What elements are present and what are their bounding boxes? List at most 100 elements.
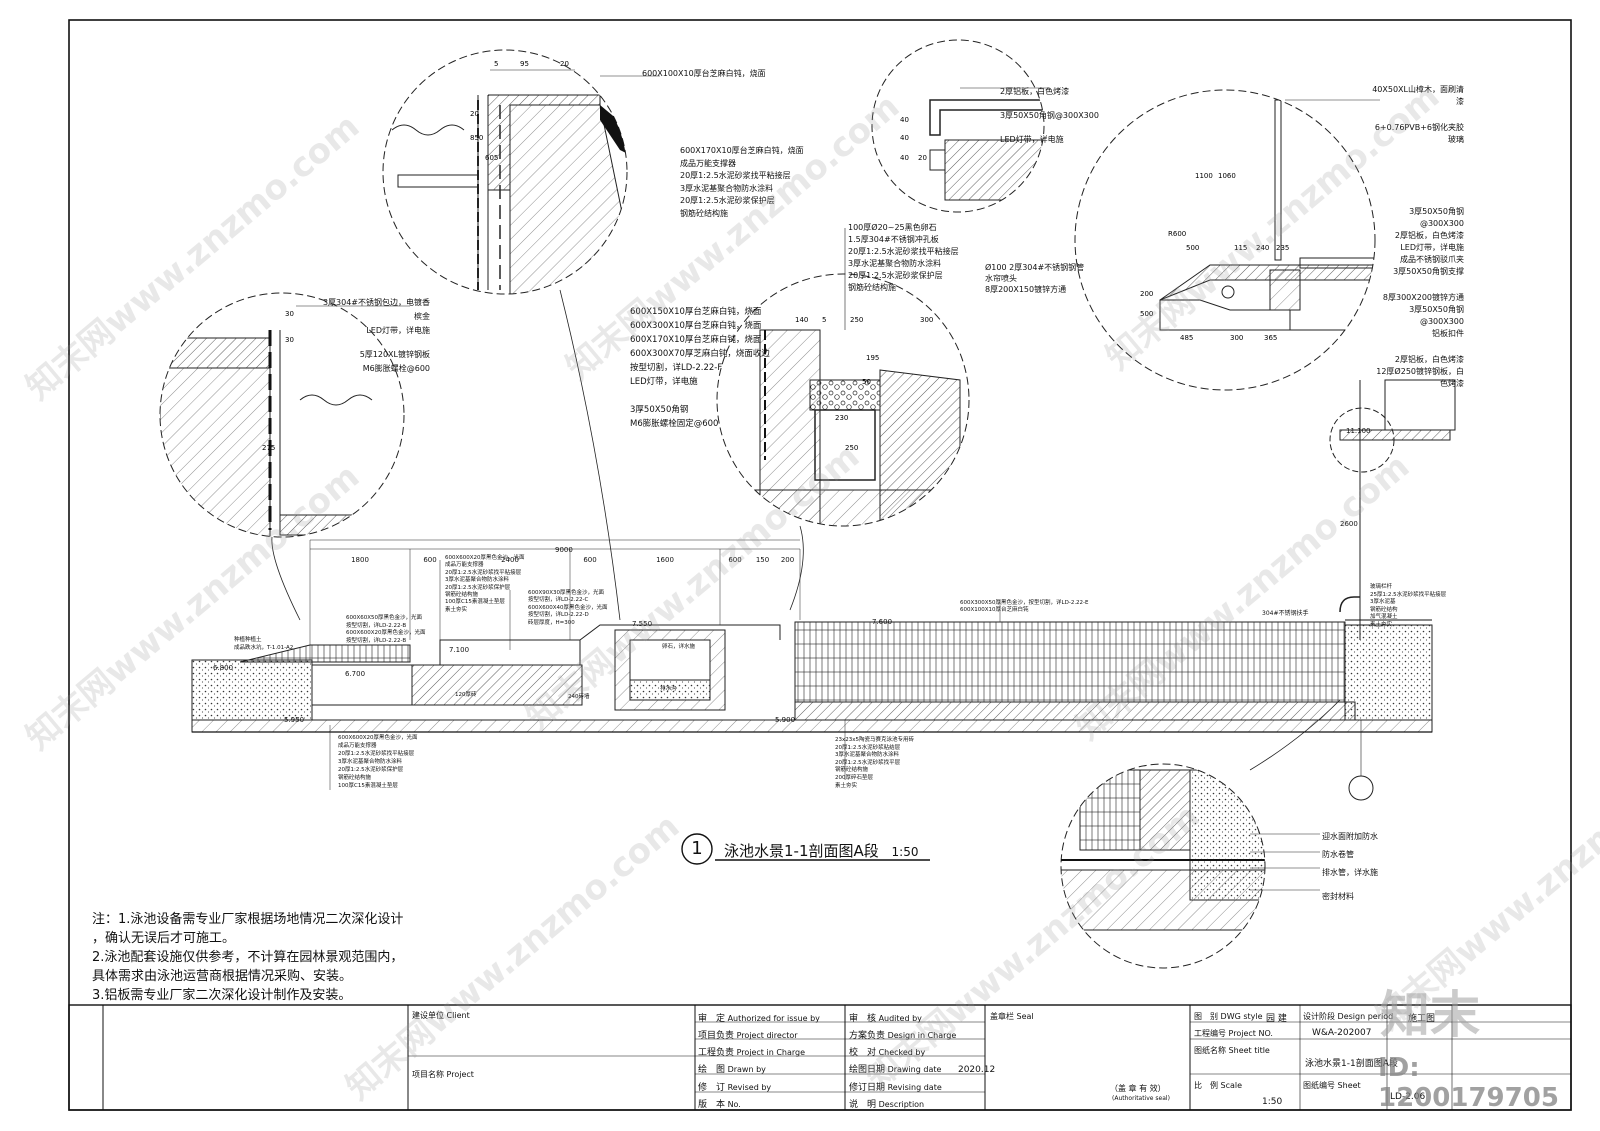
label: 3厚304#不锈钢包边，电镀香槟金 — [322, 298, 430, 321]
label: 8厚200X150镀锌方通 — [985, 285, 1067, 294]
label: 20厚1:2.5水泥砂浆找平层 — [835, 759, 901, 766]
label: 23x23x5陶瓷马赛克泳池专用砖 — [835, 737, 915, 743]
sheet-no-label: 图纸编号 Sheet — [1303, 1081, 1361, 1090]
section-label-drain: 排水沟 — [660, 686, 677, 692]
dim-text: 5 — [494, 60, 498, 68]
tb-cn: 说 明 — [849, 1100, 877, 1110]
seal-label: 盖章栏 Seal — [990, 1012, 1034, 1021]
note-line: 2.泳池配套设施仅供参考，不计算在园林景观范围内， — [92, 950, 404, 965]
dim-text: 50 — [862, 378, 871, 386]
dim-text: 5 — [822, 316, 826, 324]
dim-text: 20 — [560, 60, 569, 68]
label: 5厚120XL镀锌钢板 — [359, 350, 430, 359]
note-line: 具体需求由泳池运营商根据情况采购、安装。 — [92, 969, 353, 984]
tb-en: Revised by — [727, 1083, 772, 1092]
level-7600: 7.600 — [872, 618, 893, 626]
note-line: 注：1.泳池设备需专业厂家根据场地情况二次深化设计 — [92, 912, 404, 927]
label: 玻璃栏杆 — [1370, 584, 1393, 590]
client-label: 建设单位 Client — [412, 1011, 470, 1020]
tb-en: Authorized for issue by — [727, 1014, 820, 1023]
label: 12厚Ø250镀锌钢板，白色烤漆 — [1376, 367, 1464, 388]
main-section — [191, 539, 1433, 801]
label: 钢筋砼结构 — [1370, 606, 1398, 613]
dim-text: 95 — [520, 60, 529, 68]
tb-cn: 校 对 — [849, 1048, 877, 1058]
label: 钢筋砼结构施 — [835, 767, 869, 774]
label: LED灯带，详电施 — [1400, 243, 1464, 252]
detail-top-mid-labels: 2厚铝板，白色烤漆 3厚50X50角钢@300X300 LED灯带，详电施 — [1000, 80, 1099, 152]
design-period-value: 施工图 — [1408, 1014, 1436, 1024]
section-labels-mid: 600X90X30厚黑色金沙，光面 按型切割，详LD-2.22-C 600X60… — [528, 590, 608, 627]
section-label-pool-tile: 600X300X50厚黑色金沙，按型切割，详LD-2.22-E 600X100X… — [960, 600, 1089, 615]
label: 600X600X40厚黑色金沙，光面 — [528, 604, 608, 611]
label: 20厚1:2.5水泥砂浆找平粘接层 — [338, 751, 415, 757]
dim: 150 — [755, 556, 770, 564]
dwg-style-value: 园 建 — [1266, 1014, 1287, 1024]
tb-en: Description — [878, 1100, 925, 1109]
dim-text: 250 — [845, 444, 858, 452]
dim-text: 115 — [1234, 244, 1247, 252]
dim-text: 275 — [262, 444, 275, 452]
tb-en: Design in Charge — [887, 1031, 957, 1040]
label: 加气混凝土 — [1370, 614, 1398, 621]
tb-cn: 项目负责 — [698, 1031, 735, 1041]
right-dim-2600: 2600 — [1340, 520, 1358, 528]
dim-text: 240 — [1256, 244, 1269, 252]
detail-circle-edge: 30 30 275 — [159, 292, 410, 538]
label: 成品万能支撑器 — [680, 158, 736, 168]
label: 3厚水泥基聚合物防水涂料 — [835, 752, 900, 759]
label: 成品不锈钢驳爪夹 — [1400, 255, 1464, 264]
label: 3厚50X50角钢@300X300 — [1409, 305, 1464, 326]
detail-circle-glass-rail: 1100 1060 500 115 240 235 485 300 365 20… — [1074, 89, 1380, 391]
label: 按型切割，详LD-2.22-C — [528, 597, 589, 604]
label: 按型切割，详LD-2.22-B — [346, 637, 407, 644]
sheet-title-value: 泳池水景1-1剖面图A段 — [1305, 1059, 1398, 1069]
dim-text: 300 — [1230, 334, 1243, 342]
detail-right-labels-left: Ø100 2厚304#不锈钢钢管 水帘喷头 8厚200X150镀锌方通 — [985, 262, 1084, 295]
label: LED灯带，详电施 — [366, 326, 430, 335]
label: 8厚300X200镀锌方通 — [1382, 293, 1464, 302]
label: 素土夯实 — [445, 606, 468, 613]
dim-text: 365 — [1264, 334, 1277, 342]
label: 种植种植土 — [234, 637, 262, 643]
tb-cn: 审 定 — [698, 1014, 726, 1024]
tb-en: Drawn by — [727, 1065, 766, 1074]
level-6800: 6.800 — [213, 664, 234, 672]
section-label-brick-wall: 240砖墙 — [568, 694, 590, 700]
drawing-title: 泳池水景1-1剖面图A段 1:50 — [724, 840, 919, 861]
label: Ø100 2厚304#不锈钢钢管 — [985, 263, 1085, 272]
label: 钢筋砼结构施 — [338, 775, 372, 781]
dwg-style-label: 图 别 DWG style — [1194, 1012, 1263, 1021]
tb-cn: 绘 图 — [698, 1065, 726, 1075]
dim-text: 500 — [1140, 310, 1153, 318]
dim: 600 — [728, 556, 742, 564]
label: M6膨胀螺栓@600 — [362, 364, 430, 373]
dim-text: 40 — [900, 116, 909, 124]
dim-text: 30 — [285, 336, 294, 344]
label: 3厚水泥基聚合物防水涂料 — [680, 183, 774, 193]
brand-logo: 知末 — [1380, 986, 1480, 1044]
label: 水帘喷头 — [985, 274, 1017, 283]
dim-text: 605 — [485, 154, 498, 162]
detail-top-left-labels: 600X100X10厚台芝麻白钝，烧面 — [642, 68, 766, 81]
label: 600X300X70厚芝麻白钝，烧面收边 — [630, 349, 770, 359]
label: 铝板扣件 — [1432, 329, 1464, 338]
level-7100: 7.100 — [449, 646, 470, 654]
label: 钢筋砼结构施 — [848, 283, 896, 292]
dim-text: 850 — [470, 134, 483, 142]
tb-en: Project director — [736, 1031, 798, 1040]
label: LED灯带，详电施 — [1000, 135, 1064, 144]
tb-en: Checked by — [878, 1048, 926, 1057]
dim-text: 200 — [1140, 290, 1153, 298]
label: 20厚1:2.5水泥砂浆保护层 — [848, 271, 943, 280]
label: 密封材料 — [1322, 892, 1354, 901]
label: 20厚1:2.5水泥砂浆找平粘接层 — [680, 171, 791, 180]
label: 成品跌水坑，T-1.01-A2 — [234, 645, 294, 651]
drawing-scale: 1:50 — [891, 845, 919, 859]
scale-label: 比 例 Scale — [1194, 1081, 1243, 1090]
dim: 2400 — [501, 556, 519, 564]
dim-text: 195 — [866, 354, 879, 362]
label: 素土夯实 — [1370, 621, 1393, 628]
